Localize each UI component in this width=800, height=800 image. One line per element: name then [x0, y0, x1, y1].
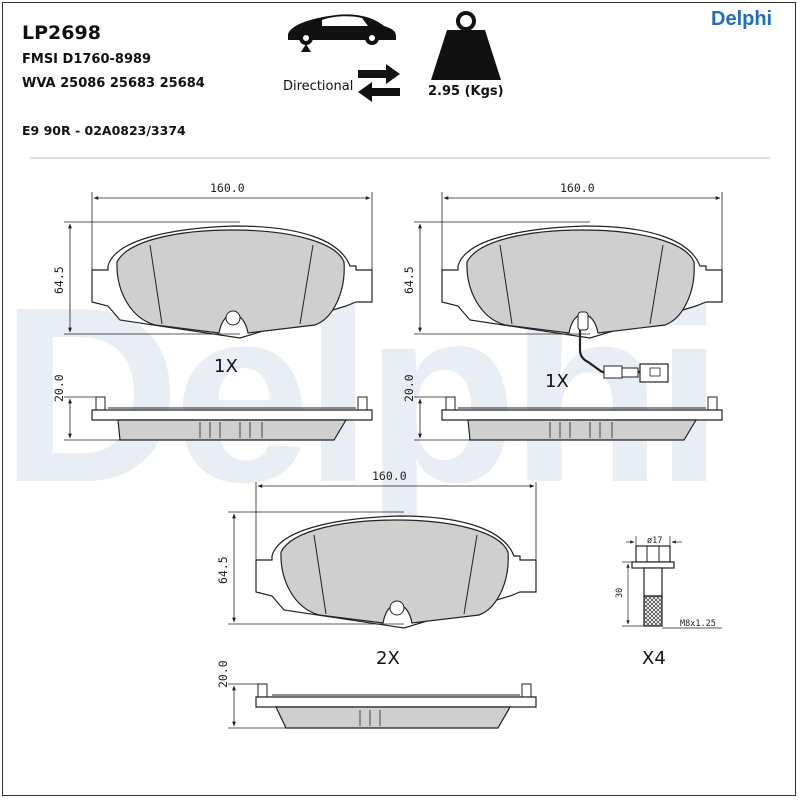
width-dimension-c: 160.0: [372, 469, 407, 483]
height-dimension-b: 64.5: [402, 266, 416, 294]
brake-pad-side-view-c: [255, 683, 537, 729]
brand-logo: Delphi: [711, 8, 773, 30]
thickness-dimension-lines-c: [228, 683, 286, 729]
brake-pad-side-view-a: [91, 396, 373, 441]
dimension-lines-pad-b: [414, 192, 723, 335]
dimension-lines-pad-c: [228, 482, 537, 625]
quantity-pad-b: 1X: [545, 371, 569, 392]
thickness-dimension-c: 20.0: [216, 660, 230, 688]
dimension-lines-pad-a: [64, 192, 373, 335]
height-dimension-c: 64.5: [216, 556, 230, 584]
quantity-bolt: X4: [642, 648, 666, 669]
brake-pad-front-view-a: [91, 225, 373, 339]
width-dimension-b: 160.0: [560, 181, 595, 195]
directional-arrows-icon: [358, 64, 400, 102]
thickness-dimension-lines-b: [414, 396, 470, 441]
quantity-pad-c: 2X: [376, 648, 400, 669]
brake-pad-side-view-b: [441, 396, 723, 441]
weight-icon: [431, 11, 501, 80]
wear-sensor-wire-icon: [578, 330, 669, 383]
thickness-dimension-a: 20.0: [52, 374, 66, 402]
bolt-dimension-lines: [622, 536, 722, 629]
part-code: LP2698: [22, 22, 101, 44]
thickness-dimension-lines-a: [64, 396, 120, 441]
fmsi-number: FMSI D1760-8989: [22, 52, 152, 67]
brake-pad-front-view-c: [255, 515, 537, 629]
brake-pad-front-view-b: [441, 225, 723, 339]
width-dimension-a: 160.0: [210, 181, 245, 195]
caliper-bolt-icon: [631, 545, 675, 627]
bolt-length-dimension: 30: [615, 588, 625, 598]
height-dimension-a: 64.5: [52, 266, 66, 294]
thickness-dimension-b: 20.0: [402, 374, 416, 402]
car-icon: [288, 14, 396, 52]
bolt-thread-dimension: M8x1.25: [680, 619, 716, 629]
ece-approval: E9 90R - 02A0823/3374: [22, 123, 186, 138]
wva-numbers: WVA 25086 25683 25684: [22, 76, 205, 91]
directional-label: Directional: [283, 79, 354, 94]
quantity-pad-a: 1X: [214, 356, 238, 377]
bolt-diameter-dimension: ø17: [647, 536, 662, 546]
weight-label: 2.95 (Kgs): [428, 84, 504, 99]
